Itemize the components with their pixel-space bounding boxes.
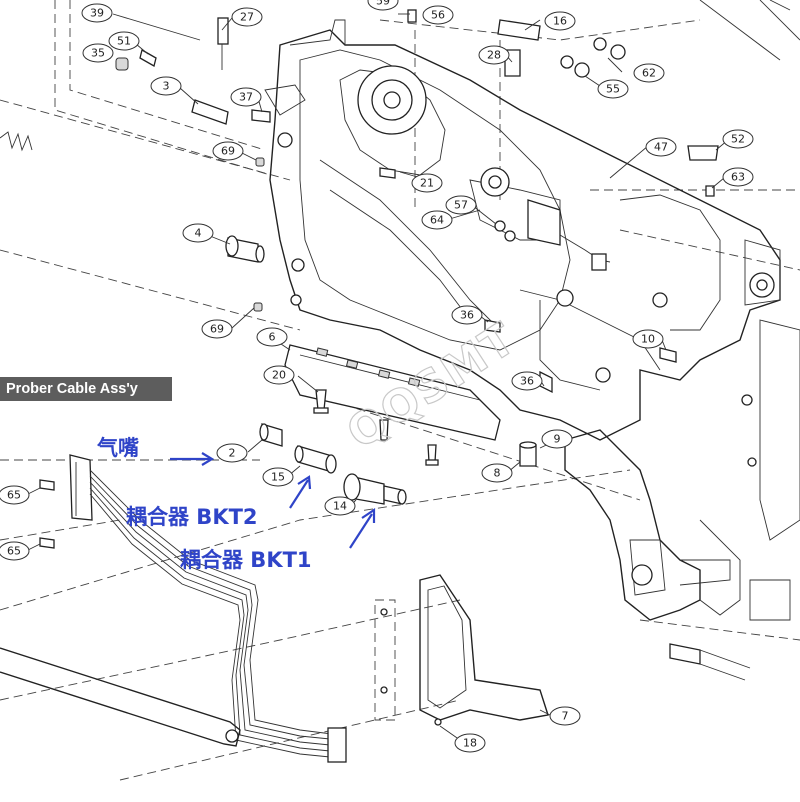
callout-47: 47 xyxy=(645,137,677,157)
coupler-parts xyxy=(259,423,407,505)
callout-69a: 69 xyxy=(212,141,244,161)
callout-62: 62 xyxy=(633,63,665,83)
right-bracket xyxy=(564,0,800,621)
callout-3: 3 xyxy=(150,76,182,96)
svg-text:28: 28 xyxy=(487,49,501,62)
callout-7: 7 xyxy=(549,706,581,726)
callout-top: 59 xyxy=(367,0,399,11)
callout-14: 14 xyxy=(324,496,356,516)
svg-text:65: 65 xyxy=(7,489,21,502)
svg-text:47: 47 xyxy=(654,141,668,154)
callout-36b: 36 xyxy=(511,371,543,391)
annotation-coupler-bkt2: 耦合器 BKT2 xyxy=(126,505,258,529)
callout-2: 2 xyxy=(216,443,248,463)
svg-text:59: 59 xyxy=(376,0,390,8)
svg-text:56: 56 xyxy=(431,9,445,22)
svg-text:2: 2 xyxy=(229,447,236,460)
svg-text:51: 51 xyxy=(117,35,131,48)
callout-63: 63 xyxy=(722,167,754,187)
svg-text:3: 3 xyxy=(163,80,170,93)
callout-28: 28 xyxy=(478,45,510,65)
callout-18: 18 xyxy=(454,733,486,753)
svg-text:63: 63 xyxy=(731,171,745,184)
callout-bubbles: 39 27 56 16 51 35 28 62 55 3 37 52 69 47… xyxy=(0,0,754,753)
svg-text:7: 7 xyxy=(562,710,569,723)
svg-text:55: 55 xyxy=(606,83,620,96)
svg-text:16: 16 xyxy=(553,15,567,28)
callout-35: 35 xyxy=(82,43,114,63)
arrow-icon xyxy=(289,479,309,509)
prober-cable-assembly xyxy=(39,454,347,763)
svg-text:21: 21 xyxy=(420,177,434,190)
pin-part xyxy=(669,643,751,681)
dashed-guides xyxy=(0,0,800,781)
annotations: 气嘴 耦合器 BKT2 耦合器 BKT1 xyxy=(96,436,376,572)
callout-65b: 65 xyxy=(0,541,30,561)
svg-text:62: 62 xyxy=(642,67,656,80)
svg-text:37: 37 xyxy=(239,91,253,104)
svg-text:6: 6 xyxy=(269,331,276,344)
callout-65a: 65 xyxy=(0,485,30,505)
svg-text:8: 8 xyxy=(494,467,501,480)
plate-part-7 xyxy=(374,574,549,726)
callout-9: 9 xyxy=(541,429,573,449)
svg-text:27: 27 xyxy=(240,11,254,24)
lower-arm xyxy=(0,647,241,747)
callout-56: 56 xyxy=(422,5,454,25)
callout-4: 4 xyxy=(182,223,214,243)
washers-and-brackets xyxy=(379,37,719,467)
svg-text:65: 65 xyxy=(7,545,21,558)
callout-27: 27 xyxy=(231,7,263,27)
svg-text:69: 69 xyxy=(210,323,224,336)
callout-69b: 69 xyxy=(201,319,233,339)
svg-text:4: 4 xyxy=(195,227,202,240)
callout-8: 8 xyxy=(481,463,513,483)
svg-text:15: 15 xyxy=(271,471,285,484)
svg-text:20: 20 xyxy=(272,369,286,382)
spring-icon xyxy=(0,131,33,152)
svg-text:35: 35 xyxy=(91,47,105,60)
svg-text:36: 36 xyxy=(460,309,474,322)
arrow-icon xyxy=(349,513,373,549)
svg-text:14: 14 xyxy=(333,500,347,513)
callout-64: 64 xyxy=(421,210,453,230)
callout-6: 6 xyxy=(256,327,288,347)
callout-15: 15 xyxy=(262,467,294,487)
callout-37: 37 xyxy=(230,87,262,107)
svg-text:18: 18 xyxy=(463,737,477,750)
screws-part-20 xyxy=(313,389,439,466)
flat-cable xyxy=(89,469,341,759)
main-frame xyxy=(264,19,781,441)
callout-10: 10 xyxy=(632,329,664,349)
arrow-head-icon xyxy=(361,507,376,523)
callout-55: 55 xyxy=(597,79,629,99)
callout-21: 21 xyxy=(411,173,443,193)
svg-text:57: 57 xyxy=(454,199,468,212)
callout-16: 16 xyxy=(544,11,576,31)
rail-part-6 xyxy=(284,344,501,441)
annotation-air-nozzle: 气嘴 xyxy=(96,436,139,460)
svg-text:69: 69 xyxy=(221,145,235,158)
svg-text:52: 52 xyxy=(731,133,745,146)
shaft-parts xyxy=(115,9,541,312)
svg-text:36: 36 xyxy=(520,375,534,388)
callout-52: 52 xyxy=(722,129,754,149)
callout-39: 39 xyxy=(81,3,113,23)
annotation-coupler-bkt1: 耦合器 BKT1 xyxy=(180,548,312,572)
arrow-head-icon xyxy=(201,452,215,466)
arrow-head-icon xyxy=(297,475,312,490)
svg-text:64: 64 xyxy=(430,214,444,227)
svg-text:39: 39 xyxy=(90,7,104,20)
callout-57: 57 xyxy=(445,195,477,215)
callout-20: 20 xyxy=(263,365,295,385)
svg-text:9: 9 xyxy=(554,433,561,446)
callout-51: 51 xyxy=(108,31,140,51)
callout-36a: 36 xyxy=(451,305,483,325)
svg-text:10: 10 xyxy=(641,333,655,346)
section-title-banner: Prober Cable Ass'y xyxy=(0,377,172,401)
